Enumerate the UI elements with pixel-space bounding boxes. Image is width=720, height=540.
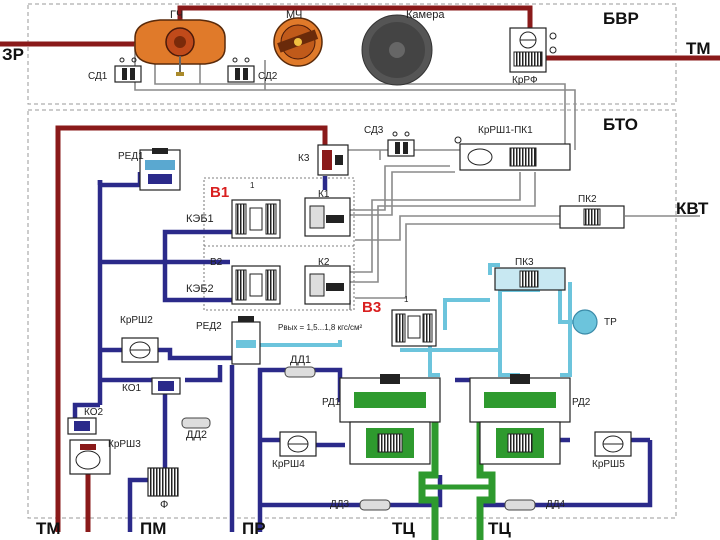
label-rd2: РД2 [572,397,591,408]
gray-lines [134,43,700,310]
label-v3: В3 [362,299,382,316]
sd2-valve [227,57,255,83]
bvr-block-border [27,3,677,105]
label-red1: РЕД1 [118,151,144,162]
port-pr: ПР [242,519,266,538]
k2-valve [304,265,351,305]
label-v2: В2 [210,257,223,268]
label-dd1: ДД1 [290,354,312,366]
label-f: Ф [160,499,169,511]
sd3-valve [387,131,415,157]
bvr-label: БВР [603,9,639,28]
ko1-valve [151,377,181,395]
ko2-valve [67,417,97,435]
tr-reservoir [572,309,598,335]
label-dd4: ДД4 [546,499,566,510]
port-zr: ЗР [2,45,24,64]
krsh1-pk1-valve [454,136,571,171]
label-keb2: КЭБ2 [186,283,214,295]
pressure-note: Рвых = 1,5...1,8 кгс/см² [278,323,363,332]
red-lines [0,5,720,532]
label-krsh2: КрРШ2 [120,315,153,326]
label-one-b: 1 [404,295,409,304]
label-ko2: КО2 [84,407,104,418]
port-tm-bottom: ТМ [36,519,61,538]
label-krsh3: КрРШ3 [108,439,141,450]
label-krrf: КрРФ [512,75,538,86]
port-pm: ПМ [140,519,167,538]
port-tm-top: ТМ [686,39,711,58]
krsh2-valve [121,337,159,363]
green-lines [418,420,496,540]
k3-valve [317,144,349,176]
label-dd3: ДД3 [330,499,350,510]
label-krsh5: КрРШ5 [592,459,625,470]
dd1-throttle [284,366,316,378]
label-one-a: 1 [250,181,255,190]
port-tc-left: ТЦ [392,519,415,538]
krsh4-valve [279,431,317,457]
keb-block-border [203,177,355,311]
bto-block-border [27,109,677,519]
gch-body [134,19,226,76]
keb1-valve [231,199,281,239]
label-krsh4: КрРШ4 [272,459,305,470]
label-red2: РЕД2 [196,321,222,332]
port-kvt: КВТ [676,199,709,218]
bto-label: БТО [603,115,638,134]
label-krsh1-pk1: КрРШ1-ПК1 [478,125,533,136]
label-pk3: ПК3 [515,257,534,268]
label-k2: К2 [318,257,330,268]
krsh5-valve [594,431,632,457]
rd2-valve [469,374,571,465]
label-kamera: Камера [406,9,445,21]
rd1-valve [339,374,441,465]
k1-valve [304,197,351,237]
krrf-valve [509,27,557,73]
label-keb1: КЭБ1 [186,213,214,225]
label-ko1: КО1 [122,383,142,394]
label-rd1: РД1 [322,397,341,408]
mch-body [273,17,323,67]
f-filter [147,467,179,497]
sd1-valve [114,57,142,83]
label-sd3: СД3 [364,125,384,136]
red1-valve [139,148,181,191]
red2-valve [231,316,261,365]
dd4-throttle [504,499,536,511]
label-pk2: ПК2 [578,194,597,205]
pk3-valve [494,267,566,291]
label-sd1: СД1 [88,71,108,82]
pk2-valve [559,205,625,229]
dd3-throttle [359,499,391,511]
kamera-body [361,14,433,86]
port-tc-right: ТЦ [488,519,511,538]
label-mch: МЧ [286,9,303,21]
label-sd2: СД2 [258,71,278,82]
label-tr: ТР [604,317,617,328]
label-v1: В1 [210,184,230,201]
label-k3: К3 [298,153,310,164]
label-gch: ГЧ [170,9,184,21]
krsh3-valve [69,439,111,475]
v3-valve [391,309,437,347]
label-dd2: ДД2 [186,429,208,441]
keb2-valve [231,265,281,305]
label-k1: К1 [318,189,330,200]
dd2-throttle [181,417,211,429]
